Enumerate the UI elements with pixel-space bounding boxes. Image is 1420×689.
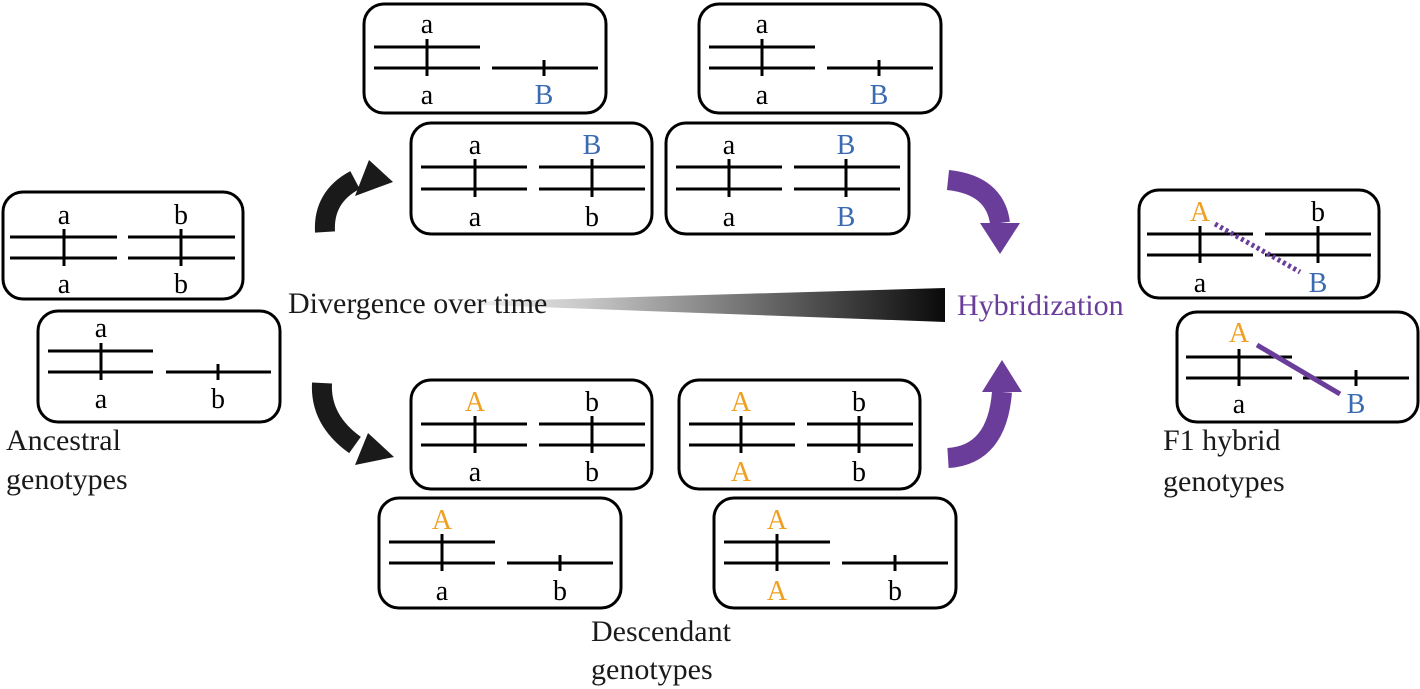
ancestral-diploid-box: a b a b — [1, 190, 245, 301]
allele-label: a — [469, 457, 482, 488]
allele-label: B — [535, 80, 554, 111]
allele-label: A — [731, 387, 752, 418]
allele-label: b — [585, 202, 599, 233]
allele-label: B — [1347, 389, 1366, 420]
top-haploid-box-2: a a B — [697, 2, 943, 115]
descendant-caption-line2: genotypes — [591, 653, 713, 686]
allele-label: B — [583, 130, 602, 161]
allele-label: B — [870, 80, 889, 111]
allele-label: b — [1311, 197, 1325, 228]
bottom-diploid-box-1: A b a b — [409, 378, 654, 491]
bottom-diploid-box-2: A b A b — [677, 378, 922, 491]
allele-label: a — [421, 80, 434, 111]
incompatibility-solid-line — [1255, 342, 1342, 397]
f1-caption-line1: F1 hybrid — [1163, 424, 1281, 457]
allele-label: a — [95, 384, 108, 415]
allele-label: b — [211, 384, 225, 415]
bottom-haploid-box-1: A a b — [377, 496, 623, 610]
allele-label: a — [469, 202, 482, 233]
f1-haploid-box: A a B — [1175, 310, 1420, 424]
allele-label: a — [1233, 389, 1246, 420]
allele-label: b — [585, 387, 599, 418]
allele-label: A — [1229, 318, 1250, 349]
top-diploid-box-2: a B a B — [664, 121, 911, 236]
allele-label: b — [585, 457, 599, 488]
f1-diploid-box: A b a B — [1137, 188, 1381, 300]
allele-label: b — [852, 457, 866, 488]
allele-label: B — [837, 202, 856, 233]
allele-label: b — [888, 576, 902, 607]
allele-label: a — [756, 80, 769, 111]
incompatibility-dotted-line — [1213, 221, 1302, 275]
hybridization-label: Hybridization — [957, 289, 1124, 322]
allele-label: a — [58, 200, 71, 231]
allele-label: B — [837, 130, 856, 161]
allele-label: b — [553, 576, 567, 607]
ancestral-caption-line1: Ancestral — [6, 424, 121, 457]
top-diploid-box-1: a B a b — [409, 121, 654, 236]
allele-label: A — [432, 505, 453, 536]
allele-label: b — [852, 387, 866, 418]
allele-label: B — [1309, 268, 1328, 299]
top-haploid-box-1: a a B — [362, 2, 608, 115]
allele-label: b — [174, 269, 188, 300]
descendant-caption-line1: Descendant — [591, 615, 732, 648]
allele-label: a — [421, 9, 434, 40]
allele-label: a — [756, 9, 769, 40]
arrow-hybridization-down — [946, 170, 1020, 254]
allele-label: A — [767, 505, 788, 536]
f1-caption-line2: genotypes — [1163, 465, 1285, 498]
divergence-label: Divergence over time — [288, 287, 547, 320]
arrow-divergence-up — [314, 160, 393, 233]
bottom-haploid-box-2: A A b — [712, 496, 958, 610]
allele-label: a — [723, 202, 736, 233]
allele-label: a — [1194, 268, 1207, 299]
allele-label: a — [58, 269, 71, 300]
arrow-divergence-down — [311, 382, 394, 465]
allele-label: A — [465, 387, 486, 418]
allele-label: a — [469, 130, 482, 161]
allele-label: a — [95, 313, 108, 344]
allele-label: a — [723, 130, 736, 161]
arrow-hybridization-up — [946, 360, 1022, 468]
allele-label: A — [767, 576, 788, 607]
allele-label: b — [174, 200, 188, 231]
ancestral-haploid-box: a a b — [36, 309, 282, 424]
ancestral-caption-line2: genotypes — [6, 463, 128, 496]
allele-label: A — [1190, 197, 1211, 228]
allele-label: A — [731, 457, 752, 488]
allele-label: a — [436, 576, 449, 607]
divergence-wedge — [430, 288, 945, 322]
